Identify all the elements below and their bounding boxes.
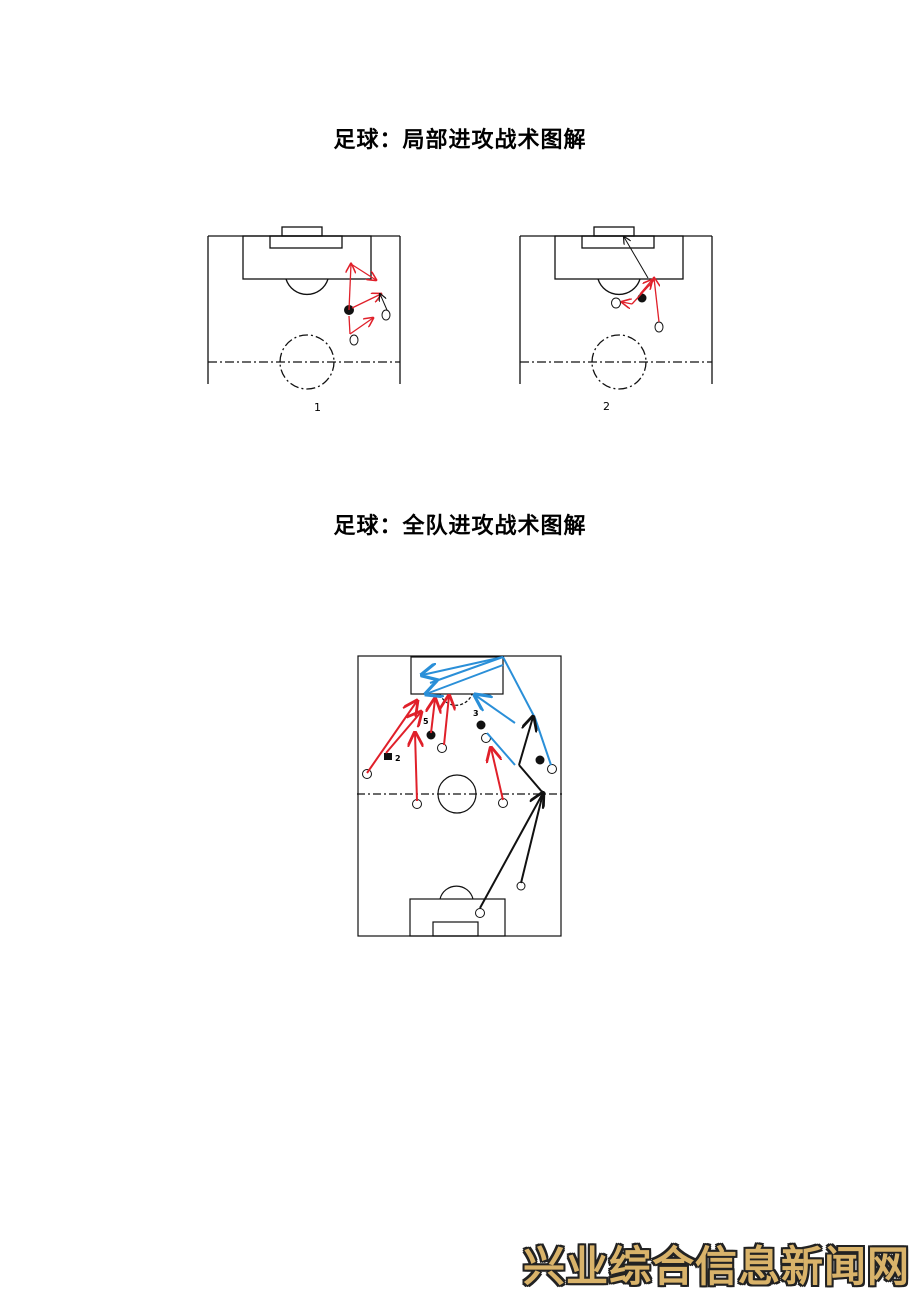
player-number: 3: [473, 709, 479, 718]
player-marker: [476, 720, 486, 730]
black-pass-arrows: [479, 717, 543, 909]
diagram-caption: 2: [603, 400, 610, 413]
teammate-marker: [516, 881, 526, 891]
section-title-team-attack: 足球：全队进攻战术图解: [333, 513, 587, 539]
site-watermark: 兴业综合信息新闻网: [522, 1242, 910, 1291]
pitch-lines: [357, 655, 562, 937]
teammate-marker: [349, 334, 359, 346]
teammate-markers: [362, 733, 557, 918]
teammate-marker: [381, 309, 391, 321]
player-number: 5: [423, 717, 429, 726]
player-number-labels: 5 3 2: [395, 709, 479, 763]
teammate-marker: [654, 321, 664, 333]
player-marks: [611, 293, 664, 333]
run-arrows: [349, 264, 381, 335]
pass-arrows: [380, 294, 388, 311]
teammate-marker: [475, 908, 485, 918]
section-title-local-attack: 足球：局部进攻战术图解: [333, 127, 587, 153]
player-marker: [426, 730, 436, 740]
diagram-caption: 1: [314, 401, 321, 414]
run-arrows: [366, 696, 504, 802]
pitch-lines: [519, 226, 713, 390]
player-marker: [384, 753, 392, 760]
teammate-marker: [547, 764, 557, 774]
teammate-marker: [437, 743, 447, 753]
team-attack-diagram: 5 3 2: [357, 655, 562, 937]
player-number: 2: [395, 754, 401, 763]
attacking-players: [384, 720, 545, 765]
player-marker: [535, 755, 545, 765]
local-attack-diagram-2: [519, 226, 713, 390]
pitch-lines: [207, 226, 401, 390]
blue-pass-arrows: [422, 656, 552, 766]
run-arrows: [622, 278, 659, 323]
attacker-with-ball: [637, 293, 647, 303]
local-attack-diagram-1: [207, 226, 401, 390]
player-marks: [344, 305, 391, 346]
teammate-marker: [362, 769, 372, 779]
teammate-marker: [611, 297, 621, 309]
pass-arrows: [624, 237, 649, 279]
